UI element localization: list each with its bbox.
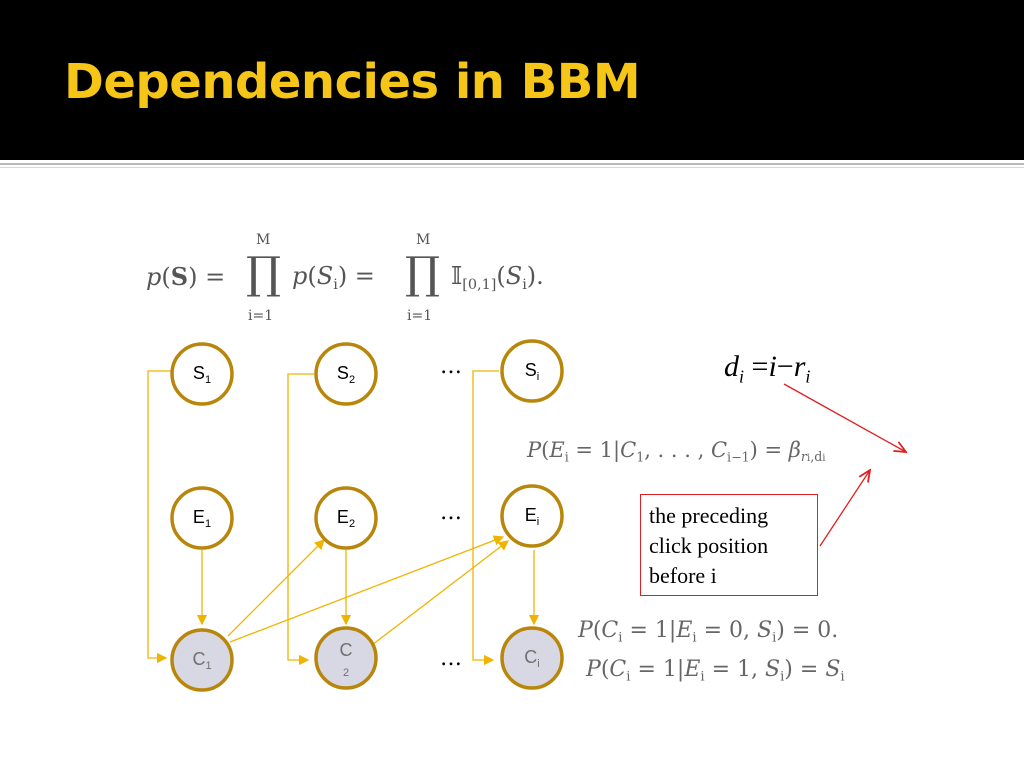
- edge-c2-ei: [371, 540, 510, 646]
- edge-si-ci: [472, 370, 499, 666]
- label-ci: Ci: [524, 647, 540, 670]
- node-s1: [170, 342, 234, 406]
- label-si: Si: [524, 360, 540, 383]
- node-s2: [314, 342, 378, 406]
- prod-upper-1: M: [256, 232, 271, 248]
- prod-lower-1: i=1: [248, 308, 274, 324]
- edge-s1-c1: [147, 370, 172, 664]
- label-s1: S1: [192, 363, 212, 386]
- annotation-note: the preceding click position before i: [640, 494, 818, 596]
- slide-title: Dependencies in BBM: [64, 54, 641, 110]
- node-c2: [314, 626, 378, 690]
- node-c1: [170, 628, 234, 692]
- node-ci: [500, 626, 564, 690]
- annotation-arrow-d: [783, 383, 906, 452]
- formula-d: di =i−ri: [724, 350, 811, 387]
- formula-click-0: P(Ci = 1|Ei = 0, Si) = 0.: [578, 618, 839, 646]
- label-e1: E1: [192, 507, 212, 530]
- node-ei: [500, 484, 564, 548]
- note-line-2: click position: [649, 533, 769, 558]
- note-line-3: before i: [649, 563, 717, 588]
- label-ei: Ei: [524, 505, 540, 528]
- edge-c1-ei: [229, 535, 505, 643]
- formula-click-1: P(Ci = 1|Ei = 1, Si) = Si: [586, 657, 845, 685]
- slide-header: Dependencies in BBM: [0, 0, 1024, 160]
- product-symbol-1: ∏: [246, 248, 282, 299]
- ellipsis-e: …: [440, 500, 462, 525]
- node-e2: [314, 486, 378, 550]
- label-s2: S2: [336, 363, 356, 386]
- header-divider: [0, 163, 1024, 165]
- node-si: [500, 339, 564, 403]
- edge-c1-e2: [227, 539, 325, 637]
- note-line-1: the preceding: [649, 503, 769, 528]
- label-c1: C1: [192, 649, 212, 672]
- formula-examination: P(Ei = 1|C1, . . . , Ci−1) = βri,di: [527, 438, 826, 465]
- product-symbol-2: ∏: [405, 248, 441, 299]
- node-e1: [170, 486, 234, 550]
- annotation-arrow-note: [819, 470, 870, 547]
- edge-s2-c2: [287, 373, 314, 666]
- prod-lower-2: i=1: [407, 308, 433, 324]
- header-divider-thin: [0, 167, 1024, 168]
- ellipsis-s: …: [440, 354, 462, 379]
- label-e2: E2: [336, 507, 356, 530]
- ellipsis-c: …: [440, 646, 462, 671]
- prod-upper-2: M: [416, 232, 431, 248]
